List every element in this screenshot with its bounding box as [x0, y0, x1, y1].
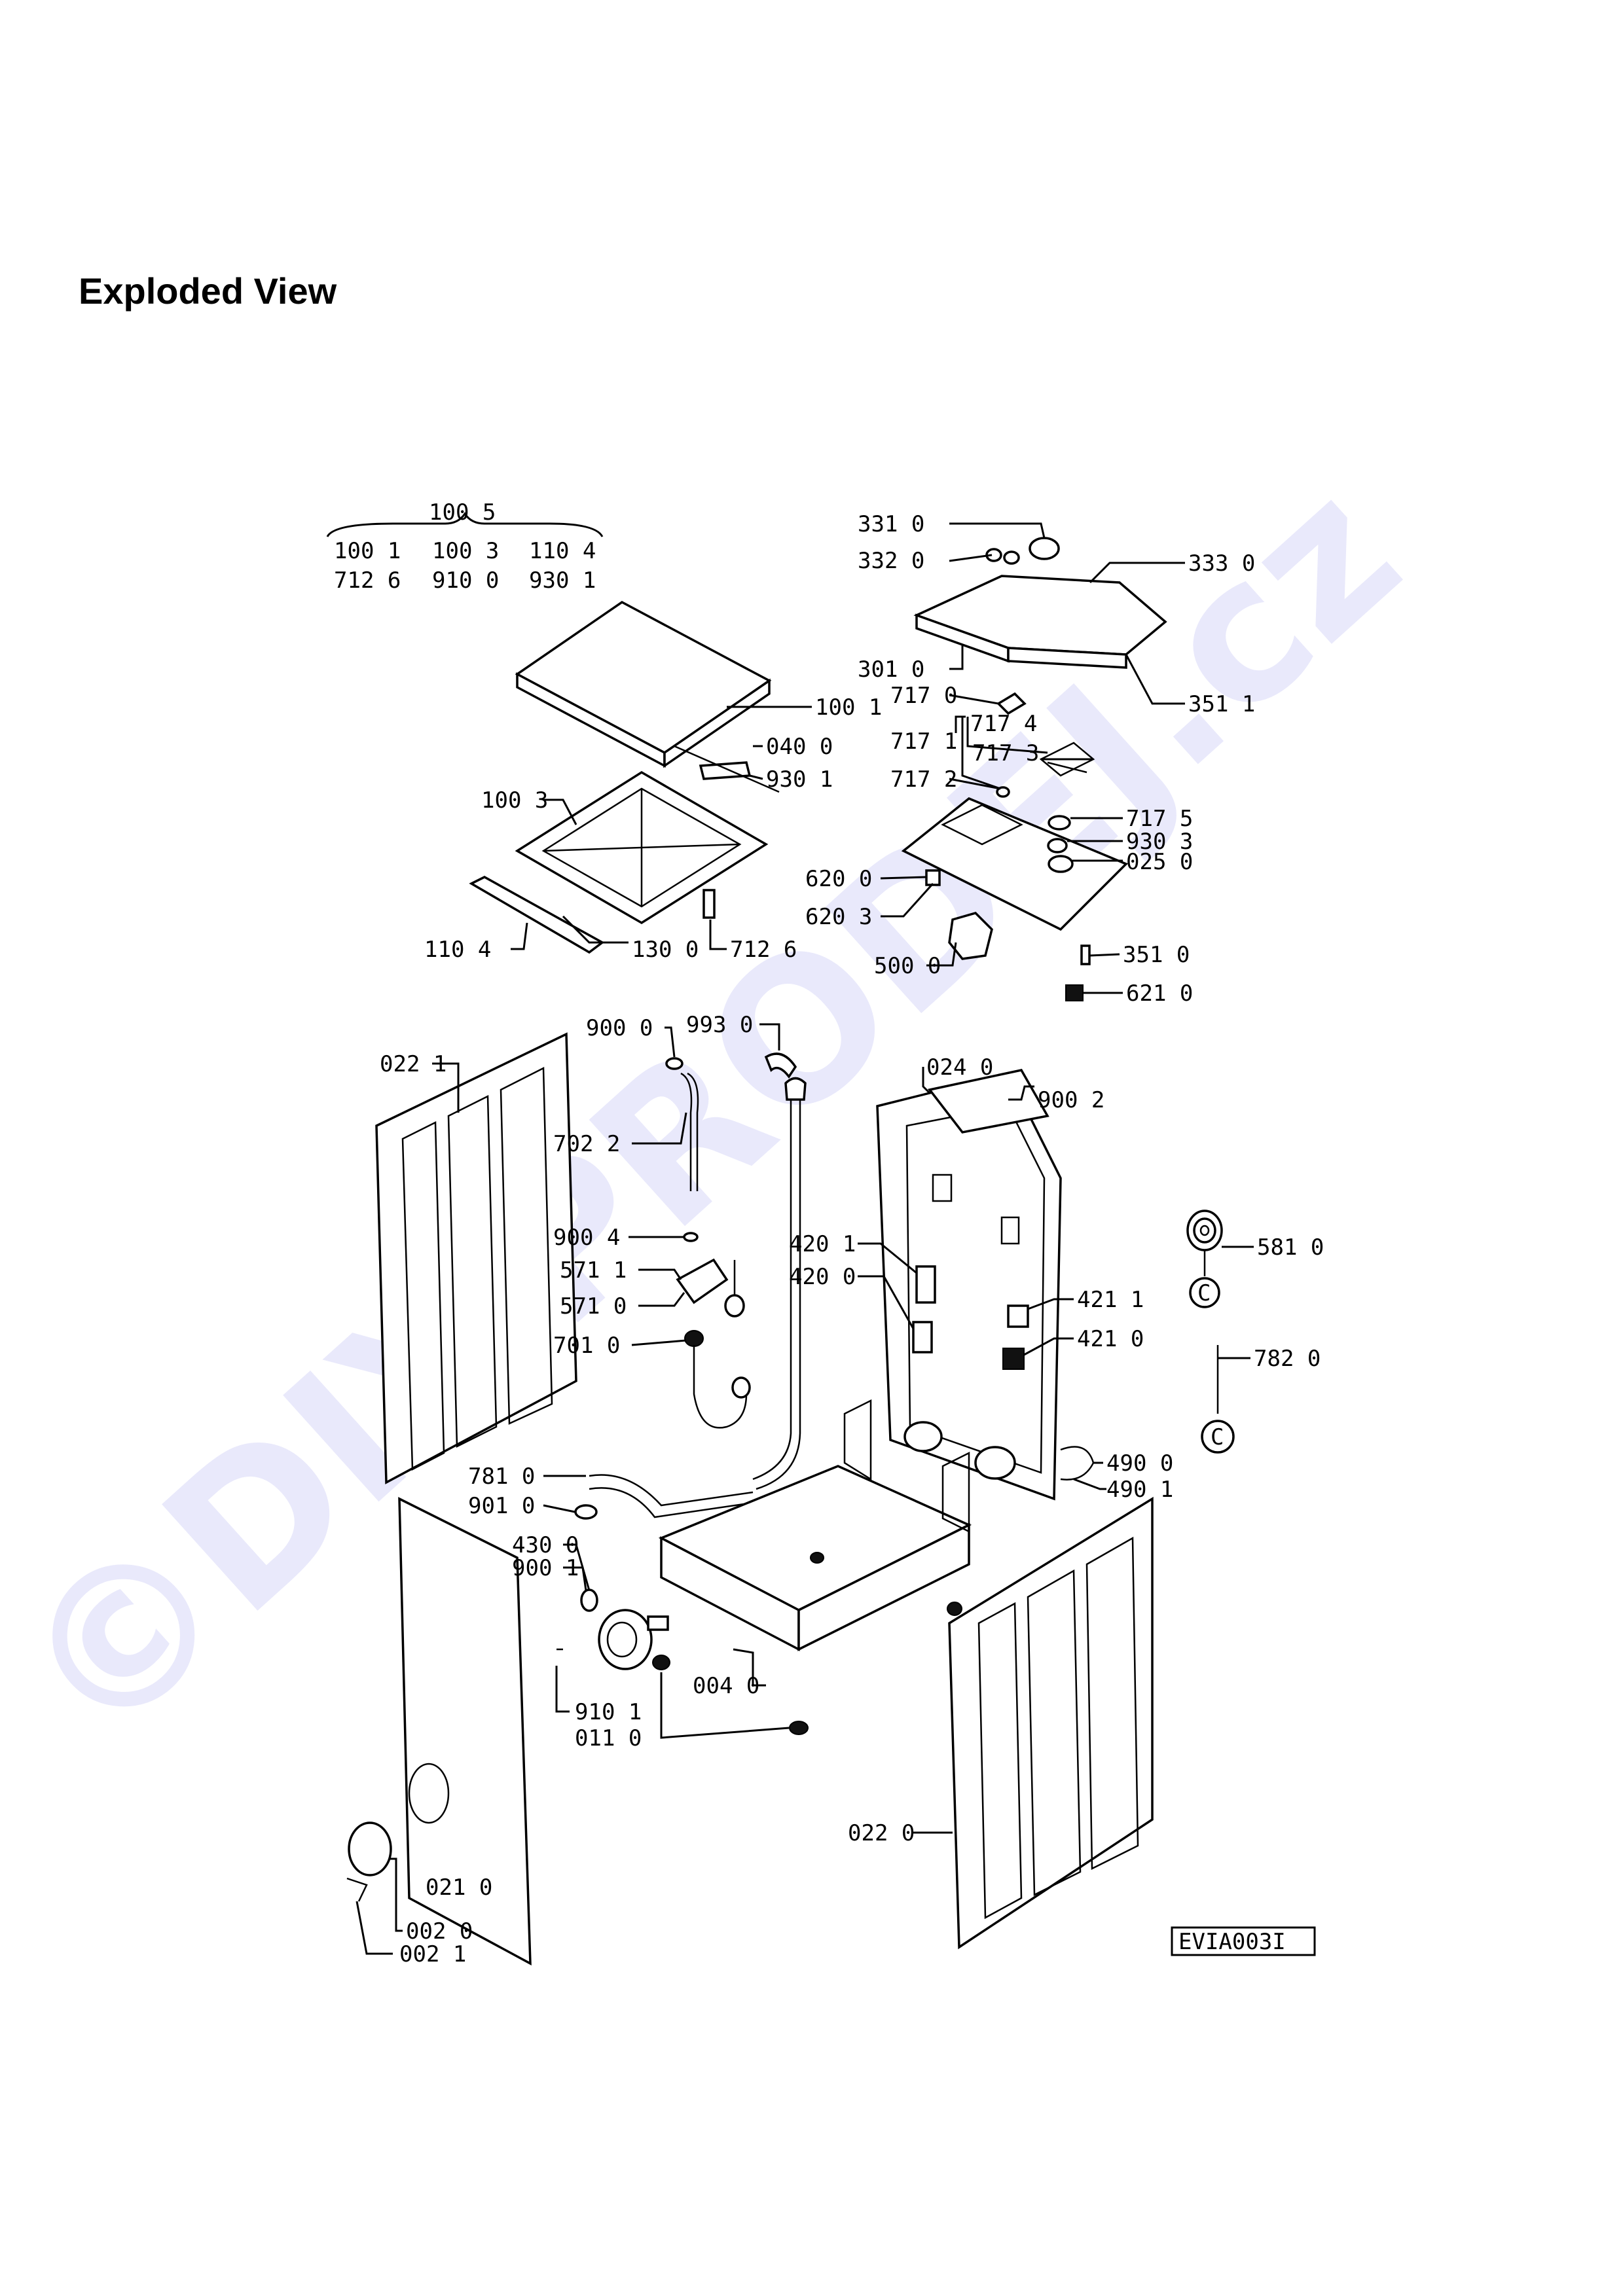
- base-frame: [658, 1399, 972, 1687]
- part-label: 910 0: [432, 567, 499, 594]
- part-label: 717 3: [972, 740, 1039, 766]
- part-label: 021 0: [426, 1874, 492, 1901]
- part-label: 930 1: [529, 567, 596, 594]
- part-label: 332 0: [858, 548, 924, 574]
- part-label: 717 2: [890, 766, 957, 793]
- part-label: 701 0: [553, 1333, 620, 1359]
- part-label: 011 0: [575, 1725, 642, 1751]
- part-label: 900 0: [586, 1015, 653, 1041]
- module-500: [948, 912, 993, 960]
- part-label: 100 3: [432, 538, 499, 564]
- connector-marker: C: [1197, 1280, 1211, 1306]
- part-label: 620 3: [805, 904, 872, 930]
- part-label: 717 1: [890, 728, 957, 755]
- part-label: 022 1: [380, 1051, 447, 1077]
- part-label: 421 1: [1077, 1287, 1144, 1313]
- feet: [652, 1655, 809, 1739]
- part-label: 002 1: [399, 1941, 466, 1967]
- part-label: 110 4: [529, 538, 596, 564]
- part-label: 040 0: [766, 734, 833, 760]
- page-title: Exploded View: [79, 270, 337, 312]
- part-label: 331 0: [858, 511, 924, 537]
- part-label: 571 1: [560, 1257, 627, 1283]
- part-label: 100 3: [481, 787, 548, 814]
- part-label: 025 0: [1126, 849, 1193, 875]
- part-label: 100 5: [429, 499, 496, 526]
- diagram-code-box: [1171, 1926, 1316, 1956]
- part-label: 421 0: [1077, 1326, 1144, 1352]
- part-label: 901 0: [468, 1493, 535, 1519]
- part-label: 581 0: [1257, 1234, 1324, 1261]
- front-panel: [346, 1497, 532, 1965]
- part-label: 621 0: [1126, 980, 1193, 1007]
- control-panel-group: [880, 522, 1185, 1001]
- diagram-code: EVIA003I: [1178, 1929, 1286, 1955]
- part-label: 930 1: [766, 766, 833, 793]
- right-side-panel: [913, 1496, 1154, 1950]
- part-label: 900 1: [512, 1555, 579, 1581]
- part-label: 900 2: [1038, 1087, 1104, 1113]
- part-label: 351 0: [1123, 942, 1190, 968]
- top-lid-group: [326, 512, 812, 954]
- part-label: 500 0: [874, 953, 941, 979]
- control-knob: [1029, 537, 1060, 560]
- part-label: 702 2: [553, 1131, 620, 1157]
- part-label: 351 1: [1188, 691, 1255, 717]
- part-label: 002 0: [406, 1918, 473, 1945]
- connector-marker: C: [1211, 1424, 1224, 1450]
- drain-pump: [555, 1543, 669, 1713]
- part-label: 620 0: [805, 866, 872, 892]
- part-label: 717 0: [890, 683, 957, 709]
- part-label: 900 4: [553, 1225, 620, 1251]
- part-label: 781 0: [468, 1463, 535, 1490]
- part-label: 430 0: [512, 1532, 579, 1558]
- part-label: 712 6: [730, 937, 797, 963]
- part-label: 022 0: [848, 1820, 915, 1846]
- part-label: 571 0: [560, 1293, 627, 1319]
- control-board: [901, 797, 1129, 931]
- part-label: 910 1: [575, 1699, 642, 1725]
- part-label: 100 1: [334, 538, 401, 564]
- water-valve: [676, 1258, 729, 1304]
- part-label: 420 0: [789, 1264, 856, 1290]
- part-label: 490 0: [1106, 1450, 1173, 1477]
- pulley: C: [1186, 1210, 1254, 1308]
- part-label: 993 0: [686, 1012, 753, 1038]
- part-label: 024 0: [926, 1054, 993, 1081]
- part-label: 333 0: [1188, 550, 1255, 577]
- top-cover: [515, 600, 772, 755]
- part-label: 712 6: [334, 567, 401, 594]
- part-label: 004 0: [693, 1673, 759, 1699]
- part-label: 782 0: [1254, 1346, 1321, 1372]
- part-labels: 100 5 100 1 100 3 110 4 712 6 910 0 930 …: [334, 499, 1324, 1967]
- part-label: 717 5: [1126, 806, 1193, 832]
- part-label: 130 0: [632, 937, 699, 963]
- part-label: 301 0: [858, 656, 924, 683]
- left-side-panel: [375, 1032, 577, 1484]
- rear-panel: [858, 1067, 1106, 1501]
- part-label: 420 1: [789, 1231, 856, 1257]
- part-label: 100 1: [815, 694, 882, 721]
- hose-assembly: [543, 1023, 807, 1520]
- part-label: 717 4: [970, 711, 1037, 737]
- part-label: 110 4: [424, 937, 491, 963]
- part-label: 930 3: [1126, 829, 1193, 855]
- drive-belt: C: [1201, 1345, 1250, 1454]
- part-label: 490 1: [1106, 1477, 1173, 1503]
